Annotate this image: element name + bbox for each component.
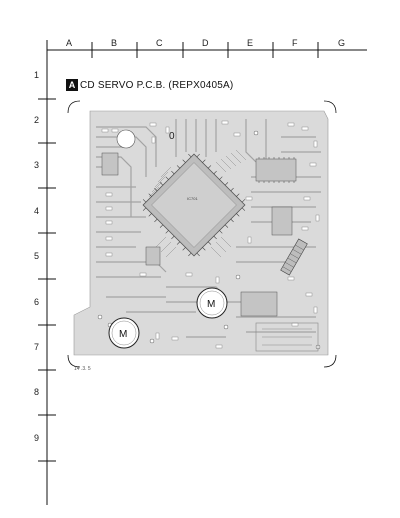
board-title-text: CD SERVO P.C.B. (REPX0405A) bbox=[80, 79, 234, 91]
secondary-ics bbox=[101, 152, 297, 317]
grid-column-label: B bbox=[111, 38, 118, 48]
main-ic bbox=[142, 153, 246, 257]
grid-column-label: D bbox=[202, 38, 209, 48]
main-ic-label: IC701 bbox=[187, 196, 198, 201]
grid-row-label: 1 bbox=[34, 70, 40, 80]
grid-column-label: C bbox=[156, 38, 163, 48]
grid-column-label: E bbox=[247, 38, 254, 48]
grid-row-label: 8 bbox=[34, 387, 40, 397]
oval-mark: 0 bbox=[169, 131, 175, 142]
flex-connector bbox=[280, 238, 308, 276]
motor-lower bbox=[108, 317, 140, 349]
grid-row-label: 5 bbox=[34, 251, 40, 261]
grid-row-label: 6 bbox=[34, 297, 40, 307]
motor-label-upper: M bbox=[207, 299, 215, 310]
grid-column-label: F bbox=[292, 38, 298, 48]
grid-row-label: 9 bbox=[34, 433, 40, 443]
grid-row-label: 7 bbox=[34, 342, 40, 352]
motor-label-lower: M bbox=[119, 329, 127, 340]
grid-column-label: A bbox=[66, 38, 73, 48]
board-revision-note: 14 .3. 5 bbox=[74, 366, 91, 372]
component-pads bbox=[101, 120, 320, 349]
motor-upper bbox=[196, 287, 228, 319]
corner-marks bbox=[67, 100, 337, 368]
grid-column-label: G bbox=[338, 38, 346, 48]
grid-row-label: 2 bbox=[34, 115, 40, 125]
board-title: A CD SERVO P.C.B. (REPX0405A) bbox=[66, 79, 233, 91]
pcb-board: IC701 bbox=[67, 100, 337, 368]
mounting-hole bbox=[116, 129, 136, 149]
lower-right-block bbox=[255, 322, 319, 352]
grid-row-label: 3 bbox=[34, 160, 40, 170]
section-badge: A bbox=[66, 79, 78, 91]
secondary-ic-pins bbox=[258, 157, 295, 183]
ic-fanout bbox=[145, 149, 247, 258]
grid-row-label: 4 bbox=[34, 206, 40, 216]
